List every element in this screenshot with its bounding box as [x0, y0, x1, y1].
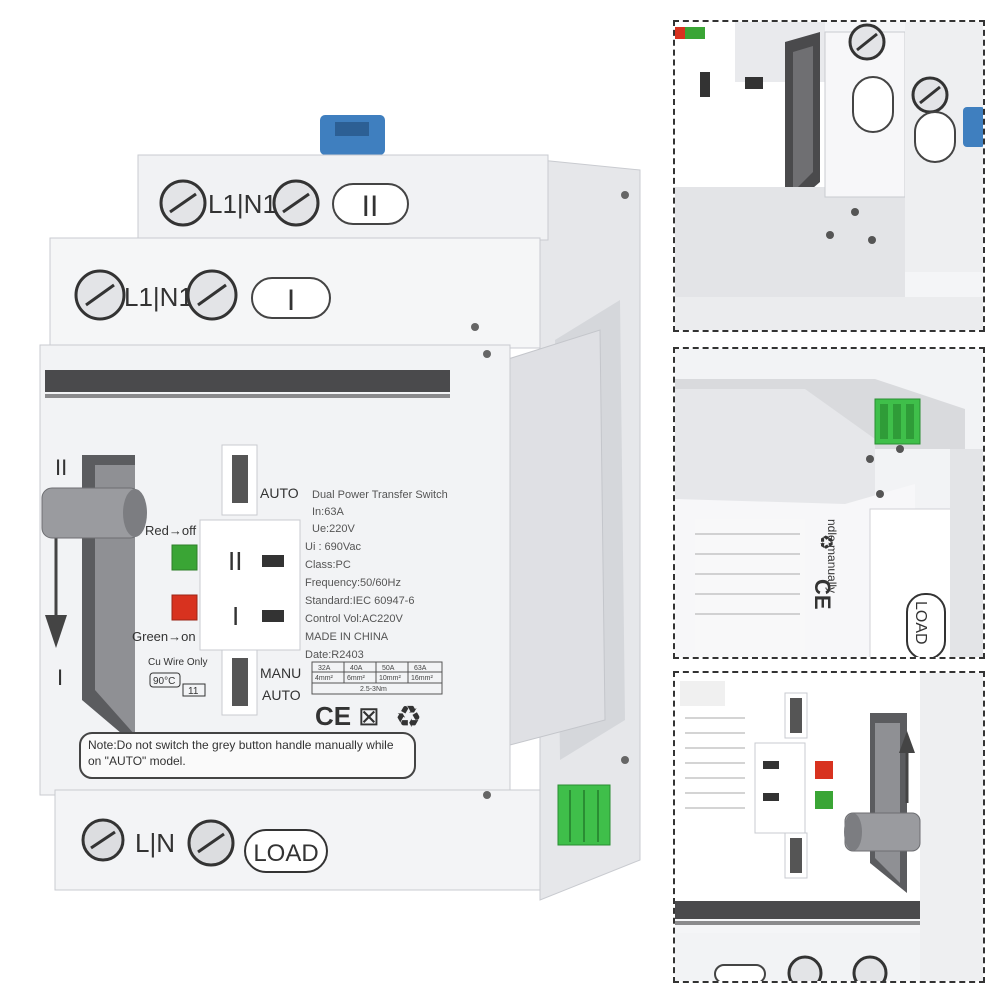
detail-inset-middle: CE ♻ ndle manually LOAD — [673, 347, 985, 659]
red-indicator-label: Red→off — [145, 523, 196, 538]
rating-cell: 40A — [350, 665, 363, 672]
cu-wire-label: Cu Wire Only — [148, 657, 207, 668]
red-indicator — [171, 594, 198, 621]
transfer-switch-illustration: L1|N1 II L1|N1 I II I Red→off Green→on I… — [39, 115, 641, 901]
recycle-icon: ♻ — [395, 701, 422, 734]
spec-line: Class:PC — [305, 559, 351, 571]
source-mark-i: I — [232, 601, 239, 631]
rating-table: 32A 40A 50A 63A 4mm² 6mm² 10mm² 16mm² 2.… — [311, 661, 443, 695]
source-mark-ii: II — [228, 546, 242, 576]
spec-line: Standard:IEC 60947-6 — [305, 595, 414, 607]
mid-terminal-labels: L1|N1 — [124, 282, 193, 312]
handle-mark-i: I — [57, 665, 63, 690]
auto-label-2: AUTO — [262, 687, 301, 703]
inset-load-label: LOAD — [912, 601, 929, 645]
spec-line: Ui : 690Vac — [305, 541, 362, 553]
rating-cell: 63A — [414, 665, 427, 672]
detail-inset-bottom — [673, 671, 985, 983]
spec-line: In:63A — [312, 506, 344, 518]
manu-label: MANU — [260, 665, 301, 681]
top-terminal-labels: L1|N1 — [208, 189, 277, 219]
screw-icon — [187, 819, 235, 867]
weee-bin-icon: ⊠ — [358, 701, 380, 731]
grey-handle[interactable] — [41, 487, 147, 539]
screw-icon — [186, 269, 238, 321]
mid-source-mark: I — [287, 284, 295, 317]
screw-icon — [74, 269, 126, 321]
rating-cell: 6mm² — [347, 675, 366, 682]
spec-line: Control Vol:AC220V — [305, 613, 403, 625]
rating-cell: 50A — [382, 665, 395, 672]
spec-line: Frequency:50/60Hz — [305, 577, 401, 589]
green-indicator — [171, 544, 198, 571]
rating-cell: 4mm² — [315, 675, 334, 682]
load-label: LOAD — [253, 840, 318, 867]
spec-line: Ue:220V — [312, 523, 355, 535]
rating-cell: 16mm² — [411, 675, 433, 682]
spec-text-block: Dual Power Transfer Switch In:63A Ue:220… — [305, 489, 448, 661]
detail-bottom-illustration — [675, 673, 983, 981]
bottom-terminal-labels: L|N — [135, 828, 175, 858]
arrow-down-icon — [45, 615, 67, 648]
detail-top-illustration — [675, 22, 983, 330]
screw-icon — [159, 179, 207, 227]
warning-note: Note:Do not switch the grey button handl… — [88, 738, 394, 768]
inset-side-text: ndle manually — [825, 519, 839, 594]
spec-line: Dual Power Transfer Switch — [312, 489, 448, 501]
green-indicator-label: Green→on — [132, 629, 196, 644]
top-source-mark: II — [362, 190, 379, 223]
detail-inset-top — [673, 20, 985, 332]
ce-mark-icon: CE — [315, 701, 351, 731]
temp-label: 90°C — [153, 676, 175, 687]
svg-text:CE: CE — [810, 579, 835, 610]
spec-line: MADE IN CHINA — [305, 631, 389, 643]
main-product-view: L1|N1 II L1|N1 I II I Red→off Green→on I… — [39, 115, 641, 901]
detail-middle-illustration: CE ♻ ndle manually LOAD — [675, 349, 983, 657]
rating-cell: 32A — [318, 665, 331, 672]
rating-cell: 10mm² — [379, 675, 401, 682]
auto-label: AUTO — [260, 485, 299, 501]
svg-text:♻: ♻ — [816, 534, 836, 550]
spec-line: Date:R2403 — [305, 649, 364, 661]
screw-icon — [272, 179, 320, 227]
screw-icon — [81, 818, 125, 862]
strip-label: 11 — [188, 686, 199, 697]
torque-value: 2.5-3Nm — [360, 686, 387, 693]
handle-mark-ii: II — [55, 455, 67, 480]
